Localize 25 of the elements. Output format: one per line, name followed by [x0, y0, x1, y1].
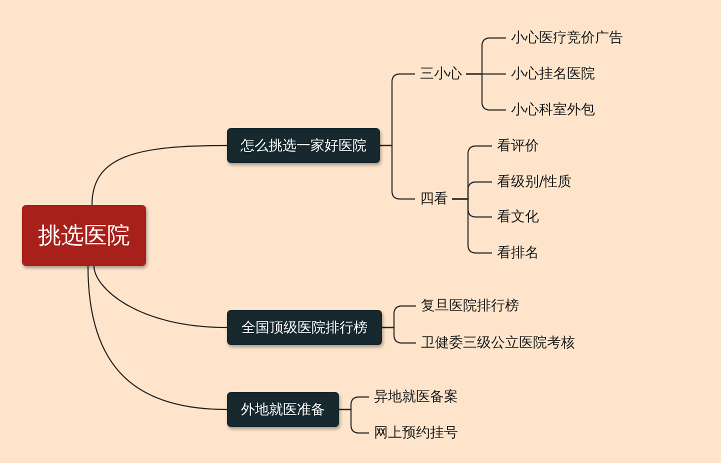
branch-label: 看排名 — [497, 244, 539, 262]
branch-label: 小心医疗竞价广告 — [511, 29, 623, 47]
central-topic-box: 挑选医院 — [22, 205, 146, 266]
branch-label: 小心挂名医院 — [511, 65, 595, 83]
connector-line — [93, 266, 228, 328]
branch-label: 四看 — [420, 190, 448, 208]
connector-line — [91, 144, 227, 206]
topic-box: 怎么挑选一家好医院 — [227, 128, 380, 163]
branch-label: 卫健委三级公立医院考核 — [421, 334, 575, 352]
branch-label: 看级别/性质 — [497, 173, 572, 191]
connector-line — [466, 73, 506, 111]
branch-label: 异地就医备案 — [374, 388, 458, 406]
connector-line — [87, 266, 228, 410]
connector-line — [380, 144, 415, 200]
branch-label: 网上预约挂号 — [374, 424, 458, 442]
connector-line — [452, 198, 492, 254]
branch-label: 看文化 — [497, 208, 539, 226]
branch-label: 复旦医院排行榜 — [421, 297, 519, 315]
branch-label: 小心科室外包 — [511, 101, 595, 119]
connector-line — [339, 408, 369, 434]
topic-box: 外地就医准备 — [227, 392, 339, 427]
branch-label: 三小心 — [420, 65, 462, 83]
topic-box: 全国顶级医院排行榜 — [227, 310, 382, 345]
connector-line — [382, 326, 416, 344]
branch-label: 看评价 — [497, 137, 539, 155]
